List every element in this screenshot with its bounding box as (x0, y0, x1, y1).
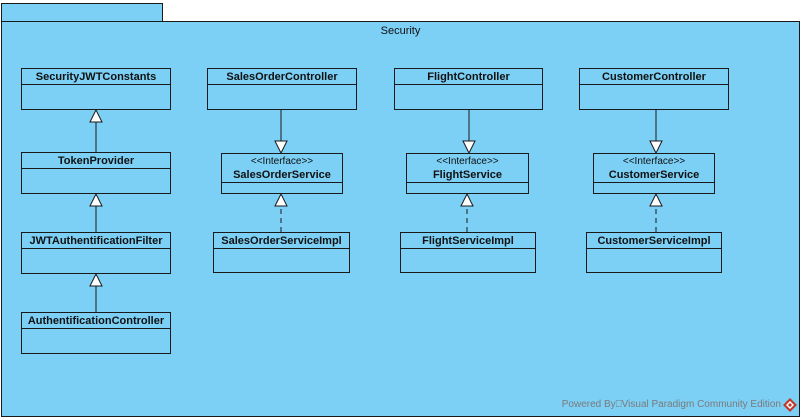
class-jwtauthentificationfilter[interactable]: JWTAuthentificationFilter (21, 232, 171, 274)
interface-header: <<Interface>> CustomerService (594, 154, 714, 183)
generalization-flightcontroller-flightservice (462, 110, 476, 155)
generalization-tokenprovider-securityjwtconstants (89, 108, 103, 152)
class-name: FlightService (432, 169, 503, 181)
generalization-authcontroller-jwtfilter (89, 272, 103, 312)
realization-flightserviceimpl-flightservice (460, 192, 474, 232)
stereotype-label: <<Interface>> (622, 156, 686, 167)
class-name: SalesOrderServiceImpl (214, 233, 349, 249)
class-authentificationcontroller[interactable]: AuthentificationController (21, 312, 171, 354)
class-tokenprovider[interactable]: TokenProvider (21, 152, 171, 194)
class-name: SalesOrderController (208, 69, 356, 85)
interface-flightservice[interactable]: <<Interface>> FlightService (406, 153, 529, 194)
class-name: CustomerController (580, 69, 728, 85)
stereotype-label: <<Interface>> (436, 156, 499, 167)
class-salesorderserviceimpl[interactable]: SalesOrderServiceImpl (213, 232, 350, 273)
class-name: SalesOrderService (233, 169, 331, 181)
class-name: SecurityJWTConstants (22, 69, 170, 85)
realization-salesorderserviceimpl-salesorderservice (274, 192, 288, 232)
generalization-customercontroller-customerservice (649, 110, 663, 155)
class-flightserviceimpl[interactable]: FlightServiceImpl (400, 232, 536, 273)
class-customerserviceimpl[interactable]: CustomerServiceImpl (586, 232, 722, 273)
package-name: Security (380, 25, 421, 37)
class-name: FlightServiceImpl (401, 233, 535, 249)
generalization-salesordercontroller-salesorderservice (274, 110, 288, 155)
class-name: JWTAuthentificationFilter (22, 233, 170, 249)
visual-paradigm-logo-icon (783, 398, 797, 412)
realization-customerserviceimpl-customerservice (649, 192, 663, 232)
interface-customerservice[interactable]: <<Interface>> CustomerService (593, 153, 715, 194)
class-name: CustomerService (608, 169, 700, 181)
generalization-jwtfilter-tokenprovider (89, 192, 103, 232)
class-securityjwtconstants[interactable]: SecurityJWTConstants (21, 68, 171, 110)
class-name: FlightController (395, 69, 542, 85)
class-name: TokenProvider (22, 153, 170, 169)
interface-header: <<Interface>> SalesOrderService (222, 154, 342, 183)
class-customercontroller[interactable]: CustomerController (579, 68, 729, 110)
stereotype-label: <<Interface>> (250, 156, 314, 167)
interface-header: <<Interface>> FlightService (407, 154, 528, 183)
watermark-text: Powered By⎕Visual Paradigm Community Edi… (561, 399, 781, 410)
class-name: CustomerServiceImpl (587, 233, 721, 249)
class-salesordercontroller[interactable]: SalesOrderController (207, 68, 357, 110)
interface-salesorderservice[interactable]: <<Interface>> SalesOrderService (221, 153, 343, 194)
class-flightcontroller[interactable]: FlightController (394, 68, 543, 110)
class-name: AuthentificationController (22, 313, 170, 329)
package-tab (1, 3, 163, 23)
